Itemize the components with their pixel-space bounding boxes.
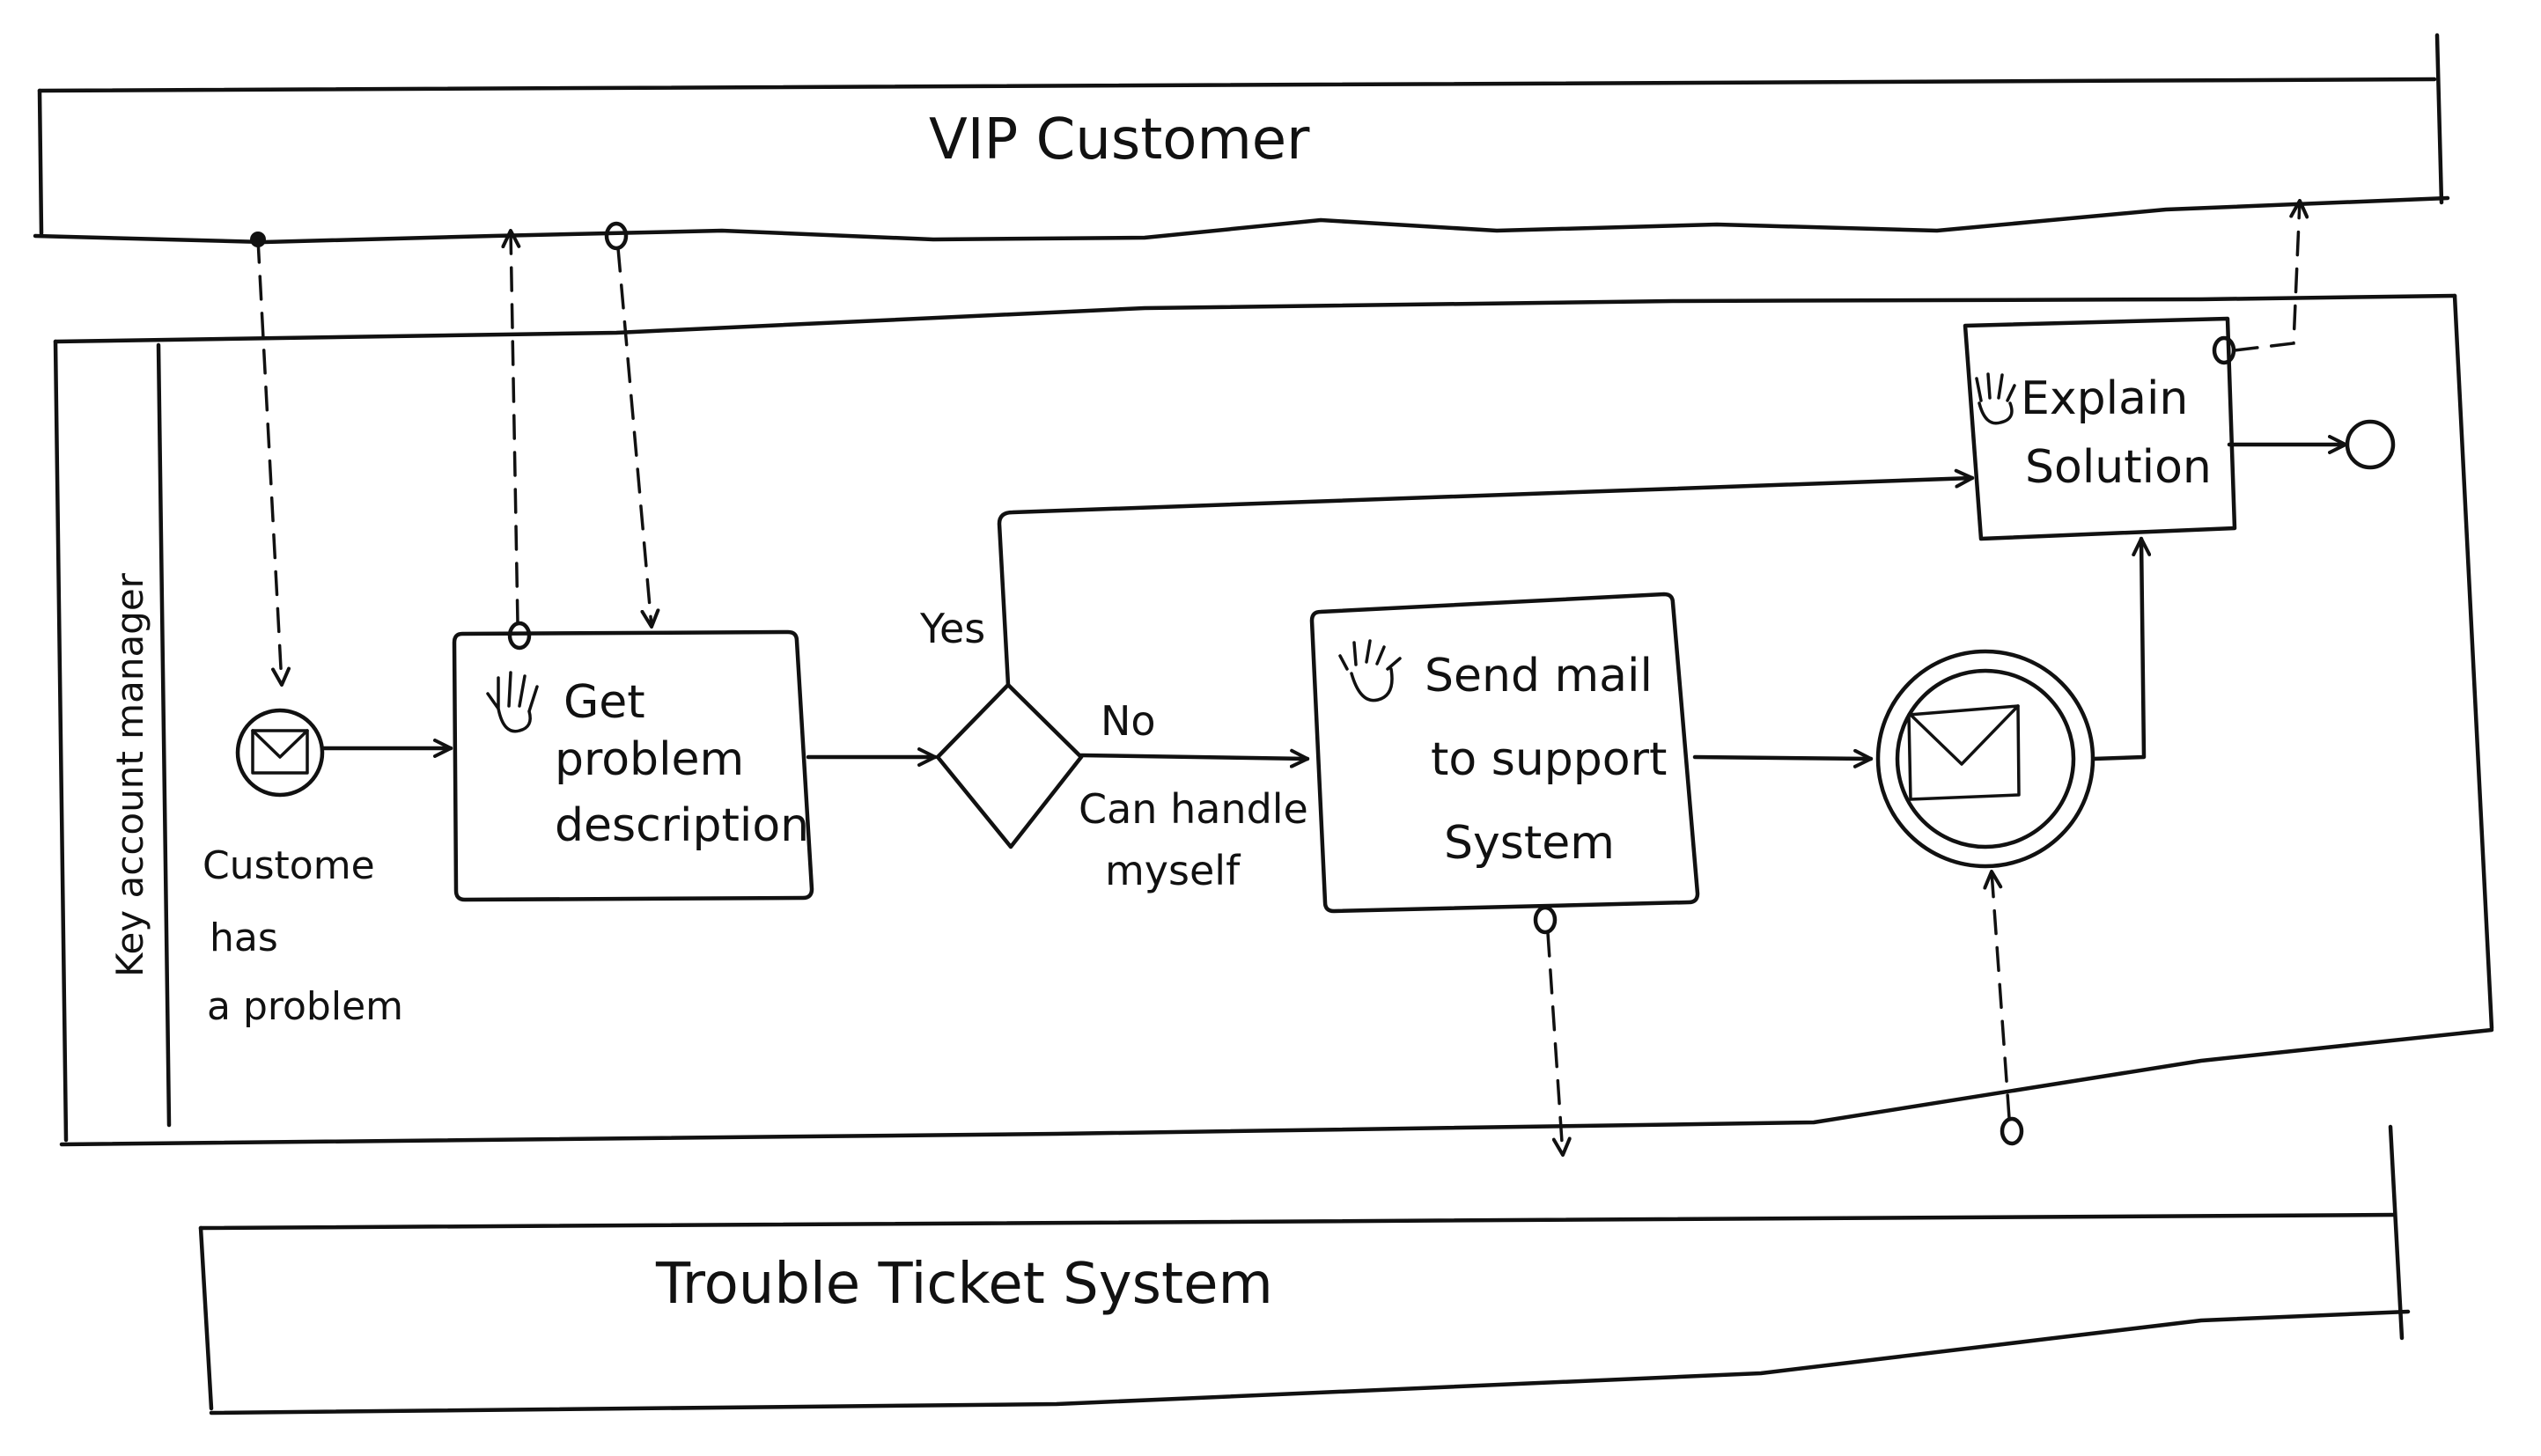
message-flow-source-dot bbox=[2212, 335, 2236, 365]
message-flow-source-dot bbox=[507, 621, 532, 651]
msg-flow-explain-to-customer bbox=[2233, 199, 2309, 352]
pool-title-vip-customer: VIP Customer bbox=[929, 107, 1310, 173]
hand-icon bbox=[1338, 639, 1402, 702]
intermediate-message-event bbox=[1875, 649, 2095, 869]
gateway-yes-label: Yes bbox=[919, 605, 985, 652]
message-flow-source-dot bbox=[1533, 905, 1558, 935]
msg-flow-ticket-to-event bbox=[1983, 870, 2011, 1120]
hand-icon bbox=[486, 671, 539, 733]
message-flow-source-dot bbox=[2000, 1116, 2024, 1146]
msg-flow-customer-to-get bbox=[616, 246, 660, 629]
gateway-no-condition-line2: myself bbox=[1105, 847, 1241, 894]
task-explain-solution: Explain Solution bbox=[1963, 316, 2237, 541]
lane-title: Key account manager bbox=[108, 572, 151, 977]
envelope-icon bbox=[1907, 704, 2021, 801]
task-send-mail: Send mail to support System bbox=[1309, 592, 1700, 914]
task-send-line2: to support bbox=[1431, 733, 1667, 786]
task-explain-line2: Solution bbox=[2025, 441, 2212, 494]
flow-gateway-yes bbox=[997, 468, 1975, 688]
msg-flow-send-to-ticket bbox=[1546, 931, 1572, 1157]
start-event-label-line2: has bbox=[210, 916, 278, 960]
sequence-flows bbox=[321, 435, 2348, 768]
envelope-icon bbox=[251, 729, 309, 775]
task-get-problem-description: Get problem description bbox=[452, 629, 814, 902]
gateway-no-condition-line1: Can handle bbox=[1079, 785, 1308, 833]
start-event-label-line3: a problem bbox=[207, 984, 403, 1029]
pool-key-account-manager: Key account manager bbox=[53, 293, 2494, 1147]
task-send-line3: System bbox=[1444, 817, 1615, 870]
pool-vip-customer: VIP Customer bbox=[33, 33, 2450, 245]
msg-flow-get-to-customer bbox=[501, 229, 521, 625]
start-message-event: Custome has a problem bbox=[203, 708, 403, 1029]
flow-event-to-explain bbox=[2091, 536, 2152, 761]
flow-gateway-no bbox=[1079, 748, 1310, 768]
gateway-no-label: No bbox=[1101, 697, 1156, 745]
end-event bbox=[2345, 419, 2396, 470]
task-get-line2: problem bbox=[555, 733, 744, 786]
flow-send-to-event bbox=[1692, 748, 1874, 768]
hand-icon bbox=[1975, 372, 2016, 425]
task-get-line3: description bbox=[555, 799, 809, 852]
pool-title-trouble-ticket-system: Trouble Ticket System bbox=[655, 1252, 1273, 1317]
task-get-line1: Get bbox=[563, 676, 645, 729]
pool-trouble-ticket-system: Trouble Ticket System bbox=[198, 1124, 2411, 1416]
start-event-label-line1: Custome bbox=[203, 843, 375, 888]
message-flow-source-dot bbox=[604, 221, 629, 251]
exclusive-gateway: Yes No Can handle myself bbox=[919, 605, 1308, 894]
task-send-line1: Send mail bbox=[1425, 650, 1653, 702]
msg-flow-customer-to-start bbox=[256, 238, 291, 687]
task-explain-line1: Explain bbox=[2021, 372, 2188, 425]
message-flows bbox=[250, 199, 2309, 1157]
